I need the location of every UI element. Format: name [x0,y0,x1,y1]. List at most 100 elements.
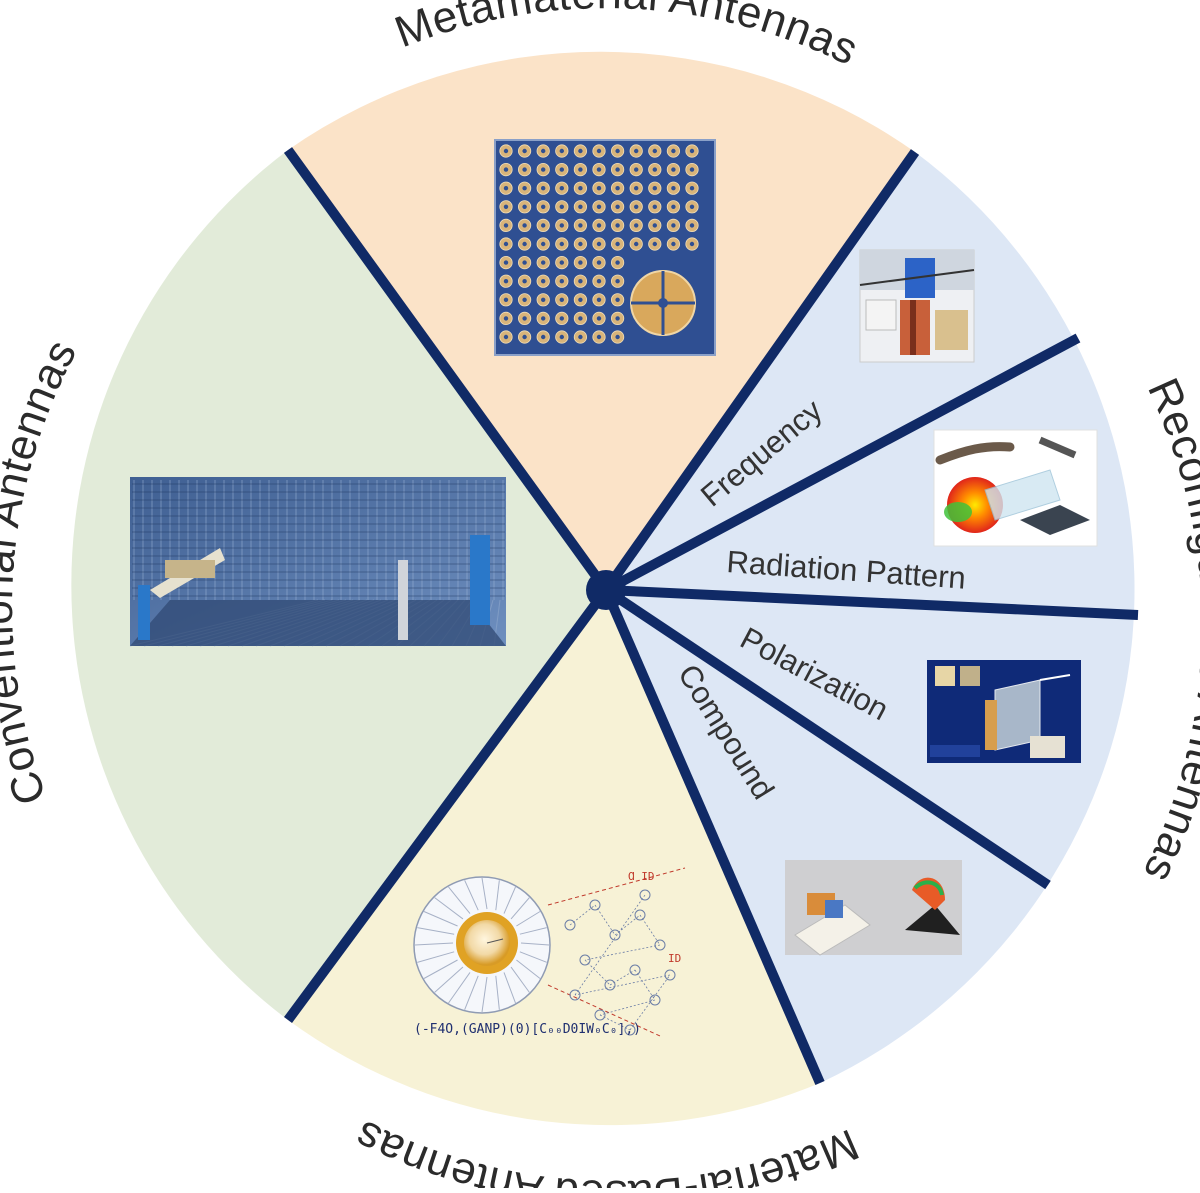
spoke-line [434,966,464,993]
unit-cell-gap [596,204,602,209]
metamaterial-array-image [494,139,716,356]
unit-cell-gap [559,279,564,284]
spoke-line [448,972,471,1004]
center-hub [586,570,626,610]
spoke-line [495,975,500,1010]
unit-cell-gap [596,260,602,265]
network-edge [584,959,611,986]
spoke-line [464,975,479,1010]
anechoic-chamber-image [129,477,506,647]
unit-cell-gap [652,223,657,228]
unit-cell-gap [596,279,602,284]
unit-cell-gap [503,148,509,154]
unit-cell-gap [578,167,583,172]
unit-cell-gap [559,223,564,228]
unit-cell-gap [522,334,527,340]
unit-cell-gap [522,241,527,247]
unit-cell-gap [652,167,657,172]
unit-cell-gap [615,204,620,209]
unit-cell-gap [689,204,695,209]
divider-line [603,333,1081,595]
spoke-line [510,966,530,993]
unit-cell-gap [522,279,527,284]
spoke-line [520,942,550,946]
polarization-reconfig-image [927,660,1081,763]
unit-cell-gap [503,297,509,302]
unit-cell-gap [689,223,695,228]
unit-cell-gap [578,279,583,284]
unit-cell-gap [596,334,602,340]
spoke-line [417,927,455,935]
unit-cell-gap [559,204,564,209]
unit-cell-gap [541,260,546,265]
network-edge [629,974,671,1031]
network-node [609,929,621,941]
unit-cell-gap [596,241,602,247]
unit-cell-gap [503,316,509,321]
unit-cell-gap [559,297,564,302]
unit-cell-gap [541,167,546,172]
unit-cell-gap [671,241,676,247]
network-edge [609,969,636,986]
unit-cell-gap [541,279,546,284]
unit-cell-gap [578,186,583,191]
network-edge [574,974,671,996]
sector-material [288,590,820,1126]
network-node [639,889,651,901]
unit-cell-gap [689,186,695,191]
unit-cell-gap [615,260,620,265]
spoke-line [481,976,488,1013]
unit-cell-gap [596,223,602,228]
network-edge [584,944,661,961]
unit-cell-gap [541,204,546,209]
unit-cell-gap [596,148,602,154]
unit-cell-gap [522,148,527,154]
network-node [579,954,591,966]
network-node [569,989,581,1001]
spoke-line [481,877,488,910]
unit-cell-gap [559,316,564,321]
spoke-line [414,942,454,946]
unit-cell-gap [634,204,639,209]
unit-cell-gap [559,260,564,265]
unit-cell-gap [541,297,546,302]
spoke-line [417,951,455,963]
schematic-network [564,889,676,1036]
unit-cell-gap [596,316,602,321]
unit-cell-gap [596,167,602,172]
unit-cell-gap [596,297,602,302]
schematic-spokes [414,877,550,1013]
unit-cell-gap [689,167,695,172]
spoke-line [503,972,516,1004]
network-edge [569,904,596,926]
schematic-annotation: Ɑ ID [628,870,655,883]
unit-cell-gap [541,186,546,191]
label-reconfigurable-antennas: Reconfigurable Antennas [1134,371,1200,890]
unit-cell-gap [503,279,509,284]
unit-cell-gap [522,297,527,302]
spoke-line [464,880,479,911]
spoke-line [448,886,471,914]
unit-cell-gap [615,167,620,172]
unit-cell-gap [541,223,546,228]
unit-cell-gap [503,204,509,209]
network-edge [599,999,656,1016]
unit-cell-gap [559,186,564,191]
unit-cell-gap [671,186,676,191]
unit-cell-gap [522,186,527,191]
material-schematic-figure: Ɑ ID ID (-F4O,(GANP)(0)[C₀₀D0IW₀C₀],) [413,867,686,1037]
divider-line [601,588,825,1085]
spoke-line [519,927,547,935]
unit-cell-gap [522,260,527,265]
network-node [664,969,676,981]
frequency-reconfig-image [859,249,975,363]
unit-cell-gap [615,279,620,284]
network-node [634,909,646,921]
unit-cell-gap [578,241,583,247]
unit-cell-gap [503,241,509,247]
unit-cell-gap [615,297,620,302]
unit-cell-gap [503,186,509,191]
unit-cell-gap [578,297,583,302]
